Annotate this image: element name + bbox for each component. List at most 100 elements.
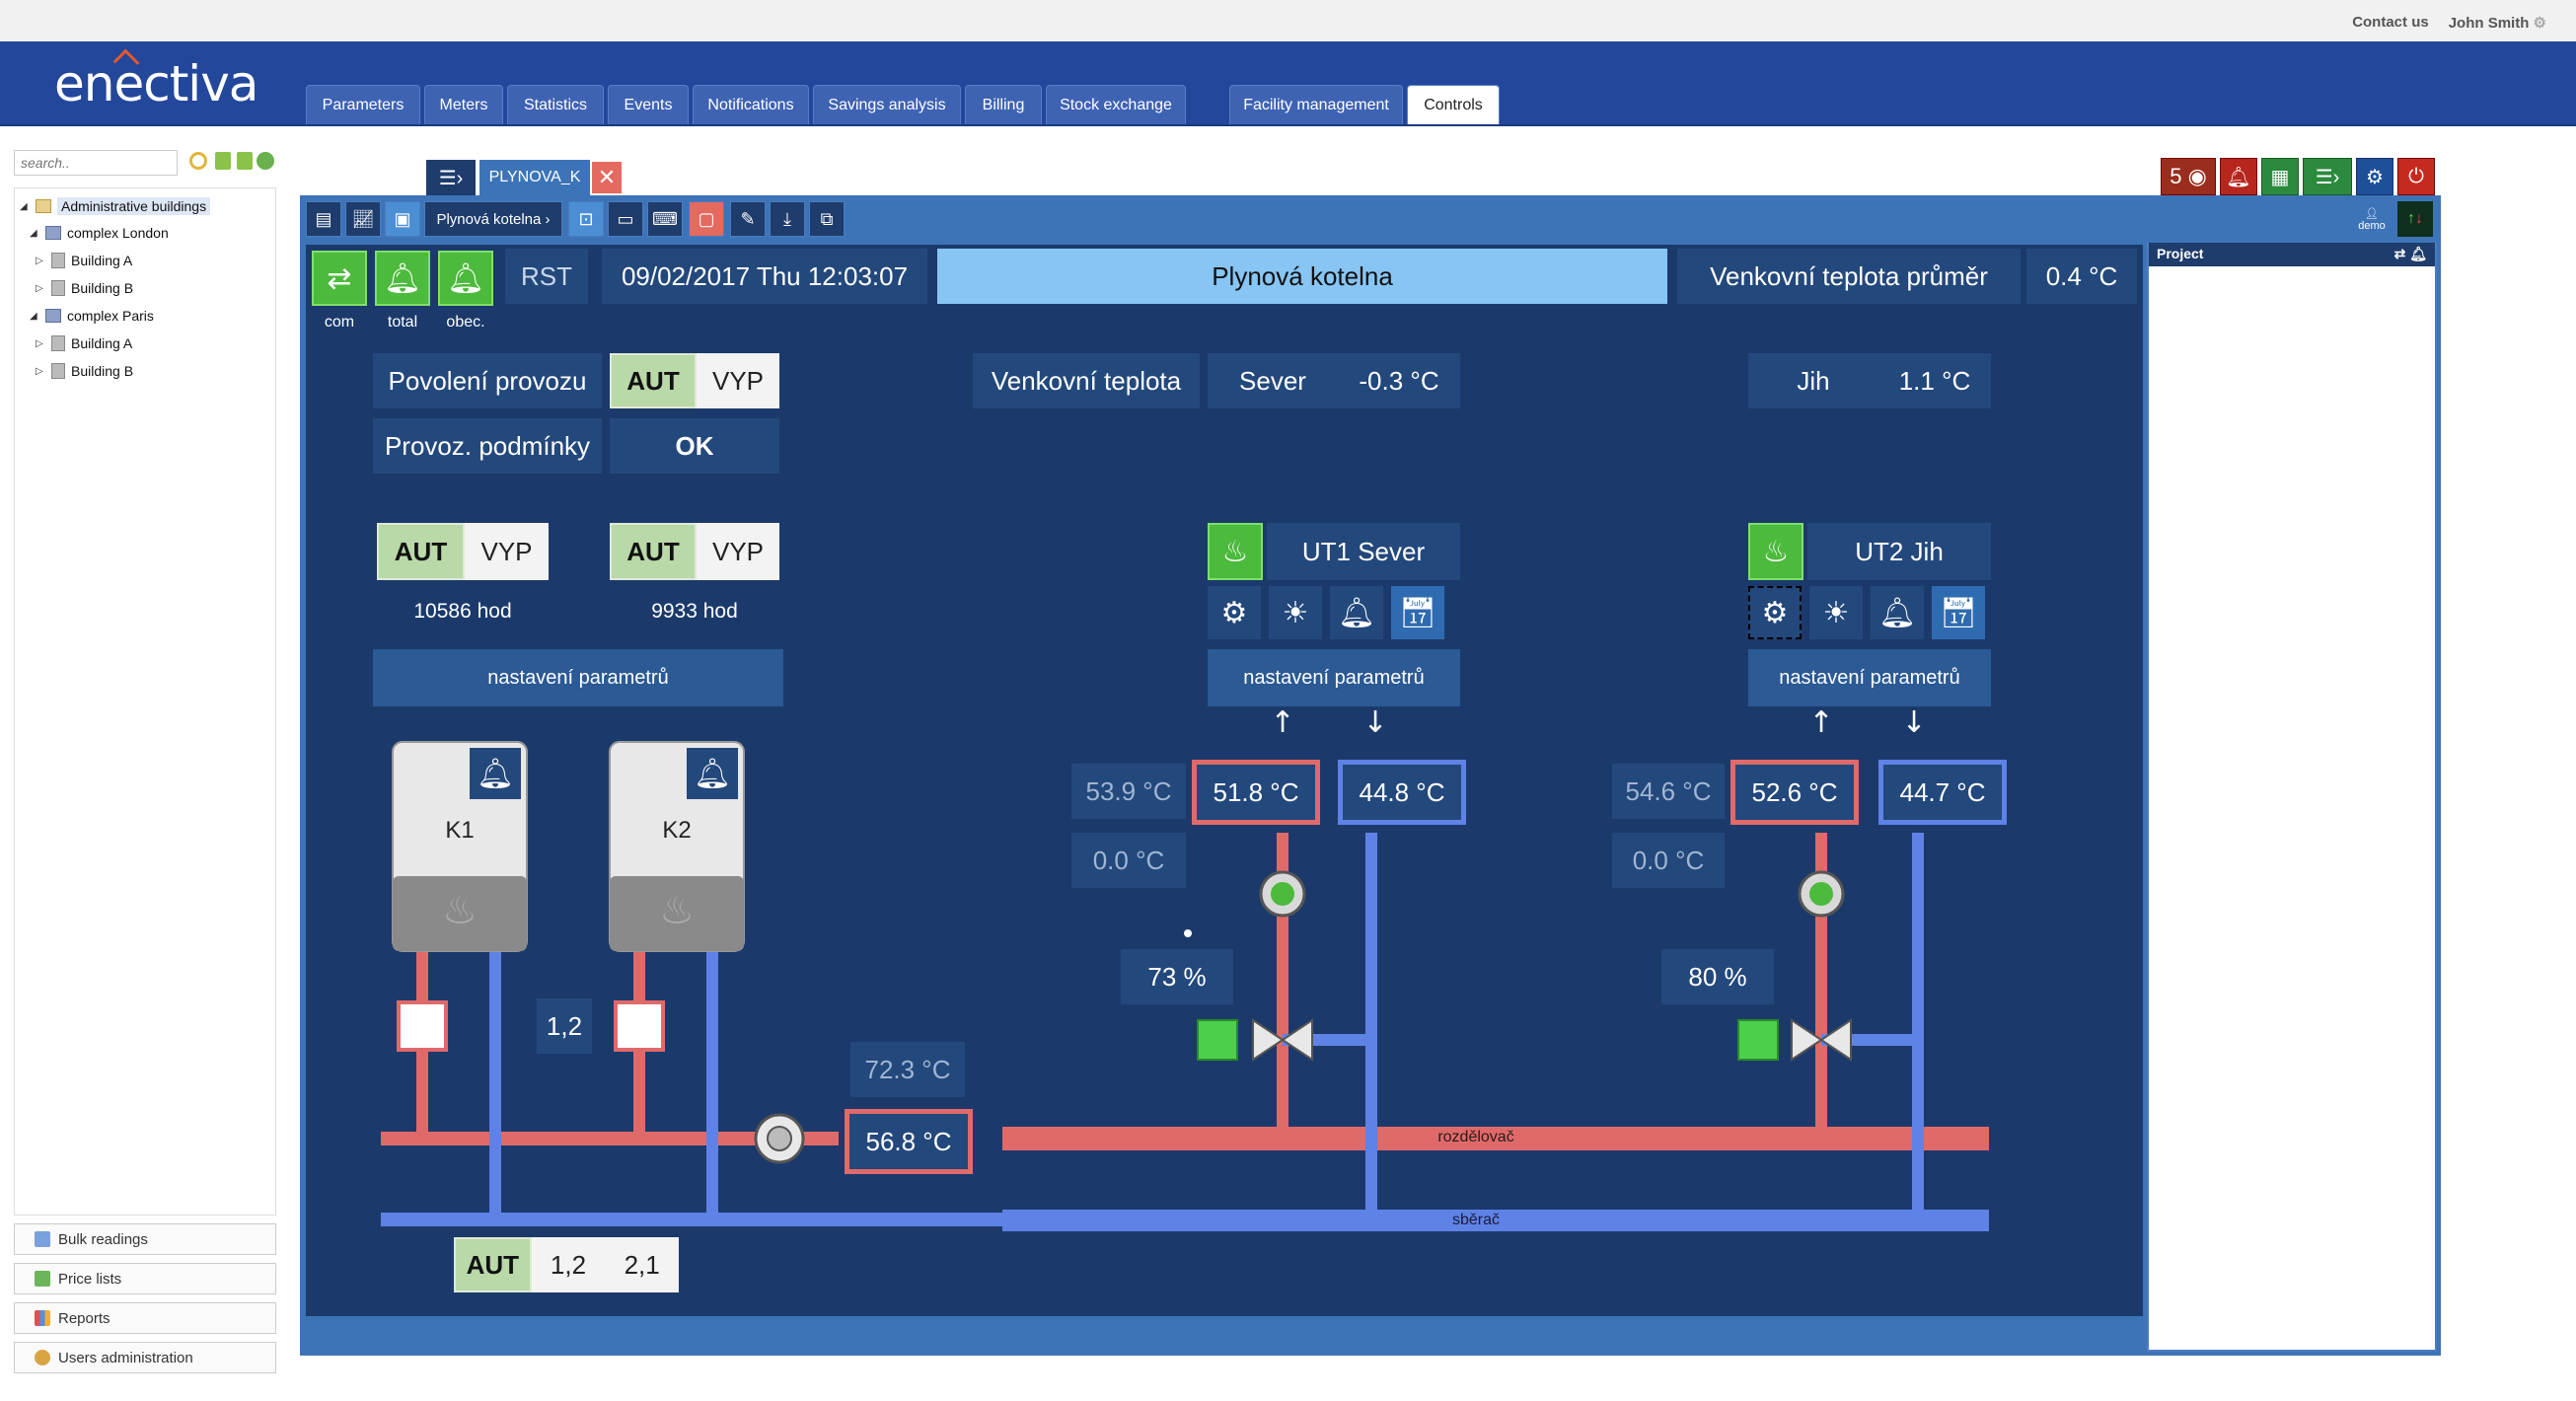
tab-savings-analysis[interactable]: Savings analysis xyxy=(813,85,961,124)
tree-node-complex-london[interactable]: ◢complex London xyxy=(30,225,169,241)
demo-label: demo xyxy=(2358,219,2386,232)
ut2-settings-button[interactable]: ⚙ xyxy=(1748,586,1802,639)
tree-collapse-icon[interactable] xyxy=(237,152,253,170)
ut1-calendar-button[interactable]: 📅︎ xyxy=(1391,586,1444,639)
tab-facility-management[interactable]: Facility management xyxy=(1229,85,1403,124)
tree-node-complex-paris[interactable]: ◢complex Paris xyxy=(30,308,154,324)
ut2-flame-status[interactable]: ♨ xyxy=(1748,523,1803,580)
fit-view-button[interactable]: ⊡ xyxy=(568,201,604,237)
building-icon xyxy=(51,253,65,268)
tree-node-building[interactable]: ▷Building B xyxy=(36,280,133,296)
tree-label: Administrative buildings xyxy=(57,197,211,215)
tree-node-building[interactable]: ▷Building A xyxy=(36,253,132,268)
collapsed-icon[interactable]: ▷ xyxy=(36,337,43,349)
users-administration-button[interactable]: Users administration xyxy=(14,1342,276,1373)
frame-button[interactable]: ▭ xyxy=(608,201,643,237)
add-icon[interactable] xyxy=(257,152,274,170)
demo-user-button[interactable]: 👤︎demo xyxy=(2354,201,2390,237)
seq-12-option[interactable]: 1,2 xyxy=(531,1237,606,1292)
ut2-alarm-button[interactable]: 🔔︎ xyxy=(1871,586,1924,639)
tab-stock-exchange[interactable]: Stock exchange xyxy=(1046,85,1186,124)
reports-button[interactable]: Reports xyxy=(14,1302,276,1334)
k1-alarm-button[interactable]: 🔔︎ xyxy=(470,748,521,799)
ut2-calendar-button[interactable]: 📅︎ xyxy=(1932,586,1985,639)
vyp-option[interactable]: VYP xyxy=(697,523,779,580)
seq-21-option[interactable]: 2,1 xyxy=(605,1237,680,1292)
tab-events[interactable]: Events xyxy=(608,85,689,124)
ut1-alarm-button[interactable]: 🔔︎ xyxy=(1330,586,1383,639)
vyp-option[interactable]: VYP xyxy=(465,523,549,580)
bell-icon: 🔔︎ xyxy=(1877,596,1917,629)
collapsed-icon[interactable]: ▷ xyxy=(36,282,43,294)
user-menu[interactable]: John Smith ⚙ xyxy=(2449,14,2546,32)
search-icon[interactable] xyxy=(189,152,207,170)
list-button[interactable]: ☰› xyxy=(2303,158,2352,195)
tree-node-building[interactable]: ▷Building A xyxy=(36,335,132,351)
button-label: Bulk readings xyxy=(58,1230,148,1248)
doc-tab[interactable]: PLYNOVA_K xyxy=(479,160,590,195)
alarm-counter-button[interactable]: 5 ◉ xyxy=(2161,158,2216,195)
sync-button[interactable]: ↑↓ xyxy=(2397,201,2433,237)
search-input[interactable] xyxy=(14,150,178,176)
ut1-day-mode-button[interactable]: ☀ xyxy=(1269,586,1322,639)
expand-icon[interactable]: ◢ xyxy=(20,200,28,212)
close-tab-button[interactable]: ✕ xyxy=(592,162,622,193)
table-view-button[interactable]: ▤ xyxy=(306,201,341,237)
scheme-view-button[interactable]: ▣ xyxy=(385,201,420,237)
price-lists-button[interactable]: Price lists xyxy=(14,1263,276,1294)
reset-button[interactable]: RST xyxy=(505,249,588,304)
edit-button[interactable]: ✎ xyxy=(730,201,766,237)
ut1-title: UT1 Sever xyxy=(1267,523,1460,580)
obec-alarm-button[interactable]: 🔔︎ xyxy=(438,251,493,306)
breadcrumb[interactable]: Plynová kotelna › xyxy=(424,201,562,237)
vyp-option[interactable]: VYP xyxy=(697,353,779,408)
ut1-settings-button[interactable]: ⚙ xyxy=(1208,586,1261,639)
tab-controls[interactable]: Controls xyxy=(1407,85,1500,124)
menu-toggle-button[interactable]: ☰› xyxy=(426,160,476,195)
seq-aut-option[interactable]: AUT xyxy=(454,1237,532,1292)
popout-button[interactable]: ⧉ xyxy=(809,201,845,237)
tree-expand-icon[interactable] xyxy=(215,152,231,170)
distributor-label: rozdělovač xyxy=(1437,1129,1514,1145)
scada-scheme: ↑ ↓ ↑ ↓ ⇄ 🔔︎ 🔔︎ com total obec. RST 09/0… xyxy=(306,245,2143,1316)
tree-node-building[interactable]: ▷Building B xyxy=(36,363,133,379)
record-button[interactable]: ▢ xyxy=(689,201,724,237)
power-button[interactable]: ⏻ xyxy=(2397,158,2435,195)
tab-parameters[interactable]: Parameters xyxy=(306,85,420,124)
aut-option[interactable]: AUT xyxy=(610,353,697,408)
tab-notifications[interactable]: Notifications xyxy=(693,85,809,124)
keyboard-button[interactable]: ⌨ xyxy=(647,201,683,237)
k2-alarm-button[interactable]: 🔔︎ xyxy=(687,748,738,799)
settings-button[interactable]: ⚙ xyxy=(2356,158,2393,195)
collapsed-icon[interactable]: ▷ xyxy=(36,365,43,377)
tab-meters[interactable]: Meters xyxy=(424,85,503,124)
collector-bar xyxy=(1002,1210,1989,1231)
ut2-day-mode-button[interactable]: ☀ xyxy=(1809,586,1863,639)
map-button[interactable]: ▦ xyxy=(2261,158,2299,195)
ut1-flame-status[interactable]: ♨ xyxy=(1208,523,1263,580)
sun-icon: ☀ xyxy=(1282,596,1309,629)
chart-view-button[interactable]: 📈︎ xyxy=(345,201,381,237)
bulk-readings-button[interactable]: Bulk readings xyxy=(14,1223,276,1255)
tree-node-admin[interactable]: ◢ Administrative buildings xyxy=(20,197,211,215)
project-tools[interactable]: ⇄ 🔔︎ xyxy=(2393,246,2427,261)
boiler-params-button[interactable]: nastavení parametrů xyxy=(373,649,783,706)
com-status-button[interactable]: ⇄ xyxy=(312,251,367,306)
collapsed-icon[interactable]: ▷ xyxy=(36,255,43,266)
contact-link[interactable]: Contact us xyxy=(2352,14,2429,31)
tab-statistics[interactable]: Statistics xyxy=(507,85,604,124)
expand-icon[interactable]: ◢ xyxy=(30,310,37,322)
aut-option[interactable]: AUT xyxy=(377,523,465,580)
total-alarm-button[interactable]: 🔔︎ xyxy=(375,251,430,306)
download-button[interactable]: ⤓ xyxy=(770,201,805,237)
ut2-params-button[interactable]: nastavení parametrů xyxy=(1748,649,1991,706)
aut-option[interactable]: AUT xyxy=(610,523,697,580)
tab-billing[interactable]: Billing xyxy=(965,85,1042,124)
alarm-bell-button[interactable]: 🔔︎ xyxy=(2220,158,2257,195)
ut1-params-button[interactable]: nastavení parametrů xyxy=(1208,649,1460,706)
expand-icon[interactable]: ◢ xyxy=(30,227,37,239)
